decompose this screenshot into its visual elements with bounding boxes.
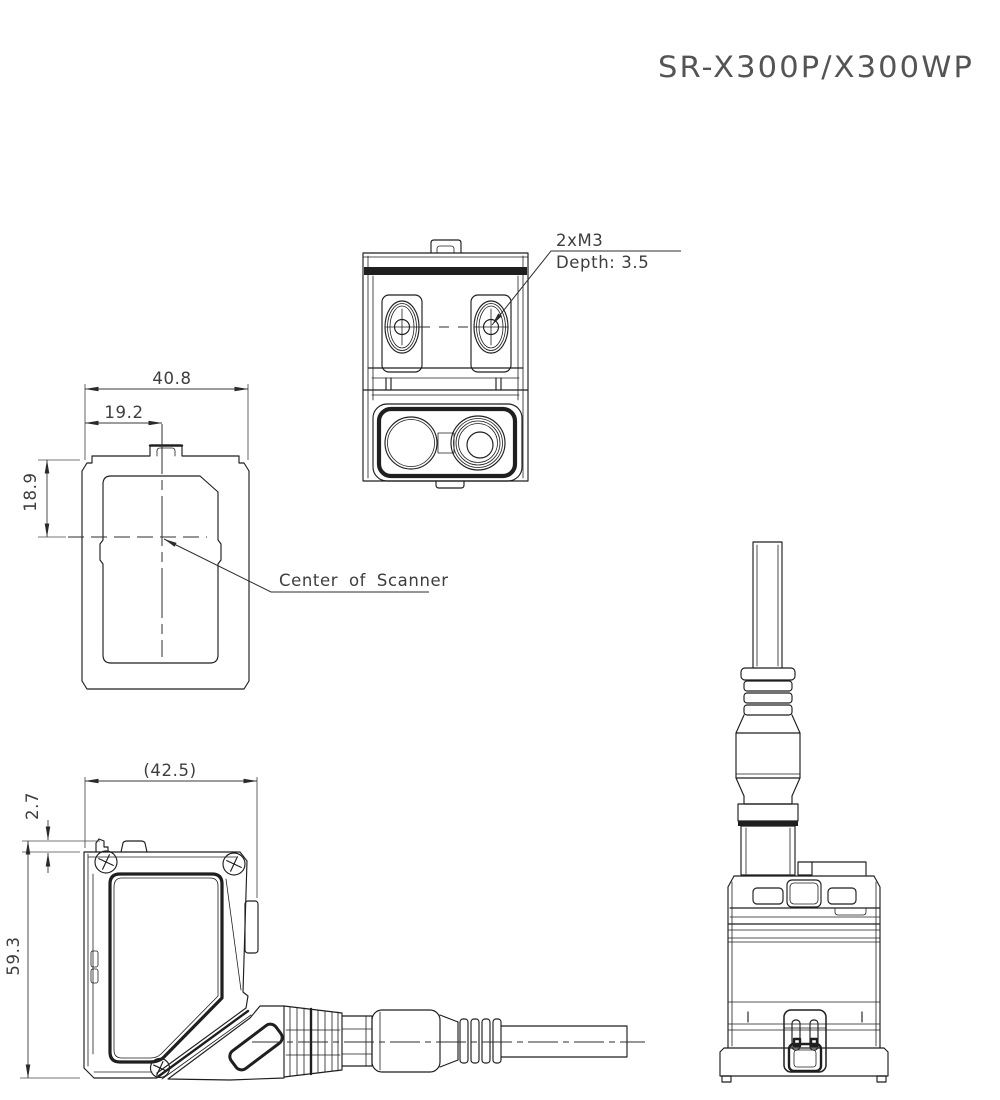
cable-entry-window [228, 1022, 284, 1072]
dim-19-2-text: 19.2 [104, 403, 143, 422]
m3-leader-line [491, 250, 681, 326]
rear-body [727, 875, 881, 1049]
clip-latch [787, 1042, 823, 1073]
dim-59-3: 59.3 [4, 840, 80, 1079]
top-view: 2xM3 Depth: 3.5 [362, 231, 681, 489]
rear-button-center [786, 879, 822, 908]
outline-inner-face [99, 475, 222, 664]
dim-40-8-text: 40.8 [152, 369, 191, 388]
m3-note: 2xM3 Depth: 3.5 [491, 231, 681, 326]
m3-note-line2: Depth: 3.5 [556, 253, 649, 272]
mounting-hole-left [381, 294, 423, 373]
rear-button-left [752, 887, 784, 905]
dim-19-2: 19.2 [84, 403, 163, 426]
m12-connector-rear [735, 732, 867, 876]
illumination-lens [384, 416, 438, 470]
top-hook [95, 838, 109, 853]
dim-42-5-text: (42.5) [143, 761, 196, 780]
side-window-frame [108, 872, 224, 1064]
m3-note-line1: 2xM3 [556, 231, 603, 250]
dim-18-9-text: 18.9 [21, 472, 40, 511]
phillips-screw-top-left [94, 850, 118, 874]
mounting-base [719, 1047, 889, 1083]
side-view: (42.5) 2.7 59.3 [4, 761, 645, 1081]
top-outline-view: Center of Scanner 40.8 19.2 18.9 [21, 369, 449, 690]
dim-2-7-text: 2.7 [23, 792, 42, 820]
center-annotation: Center of Scanner [163, 538, 449, 593]
rear-view [719, 541, 889, 1083]
top-tab [120, 840, 148, 853]
front-latch-upper [90, 950, 99, 968]
drawing-title: SR-X300P/X300WP [658, 50, 974, 84]
connector-dark-ring [738, 821, 798, 826]
center-of-scanner-label: Center of Scanner [279, 571, 449, 590]
top-edge-dark-band [364, 267, 527, 275]
strain-relief-rear [735, 667, 801, 734]
front-latch-lower [90, 968, 99, 984]
dim-18-9: 18.9 [21, 459, 80, 538]
connector-side-tab [797, 861, 813, 876]
strain-relief-ribs [459, 1018, 502, 1064]
phillips-screw-top-right [222, 852, 246, 876]
outline-tab-notch [156, 447, 176, 457]
dim-42-5: (42.5) [84, 761, 258, 898]
side-protrusion [244, 900, 259, 954]
m12-connector [252, 1005, 645, 1078]
rear-button-right [827, 887, 857, 905]
dim-59-3-text: 59.3 [4, 936, 23, 975]
base-foot-right [876, 1075, 887, 1083]
side-body-outline [83, 851, 249, 1079]
dim-2-7: 2.7 [22, 792, 100, 873]
din-clip [783, 1009, 827, 1073]
base-foot-left [721, 1075, 732, 1083]
bottom-tab [435, 480, 465, 489]
cable-vertical [752, 541, 783, 669]
outline-body [81, 444, 250, 690]
top-view-mid-band [362, 367, 529, 396]
mounting-hole-right [470, 294, 512, 373]
lens-bridge [437, 432, 455, 454]
center-leader-line [163, 538, 429, 593]
lens-window [372, 403, 523, 489]
side-window-frame-inner [113, 877, 219, 1059]
connector-barrel [371, 1009, 441, 1073]
camera-lens [450, 415, 506, 471]
